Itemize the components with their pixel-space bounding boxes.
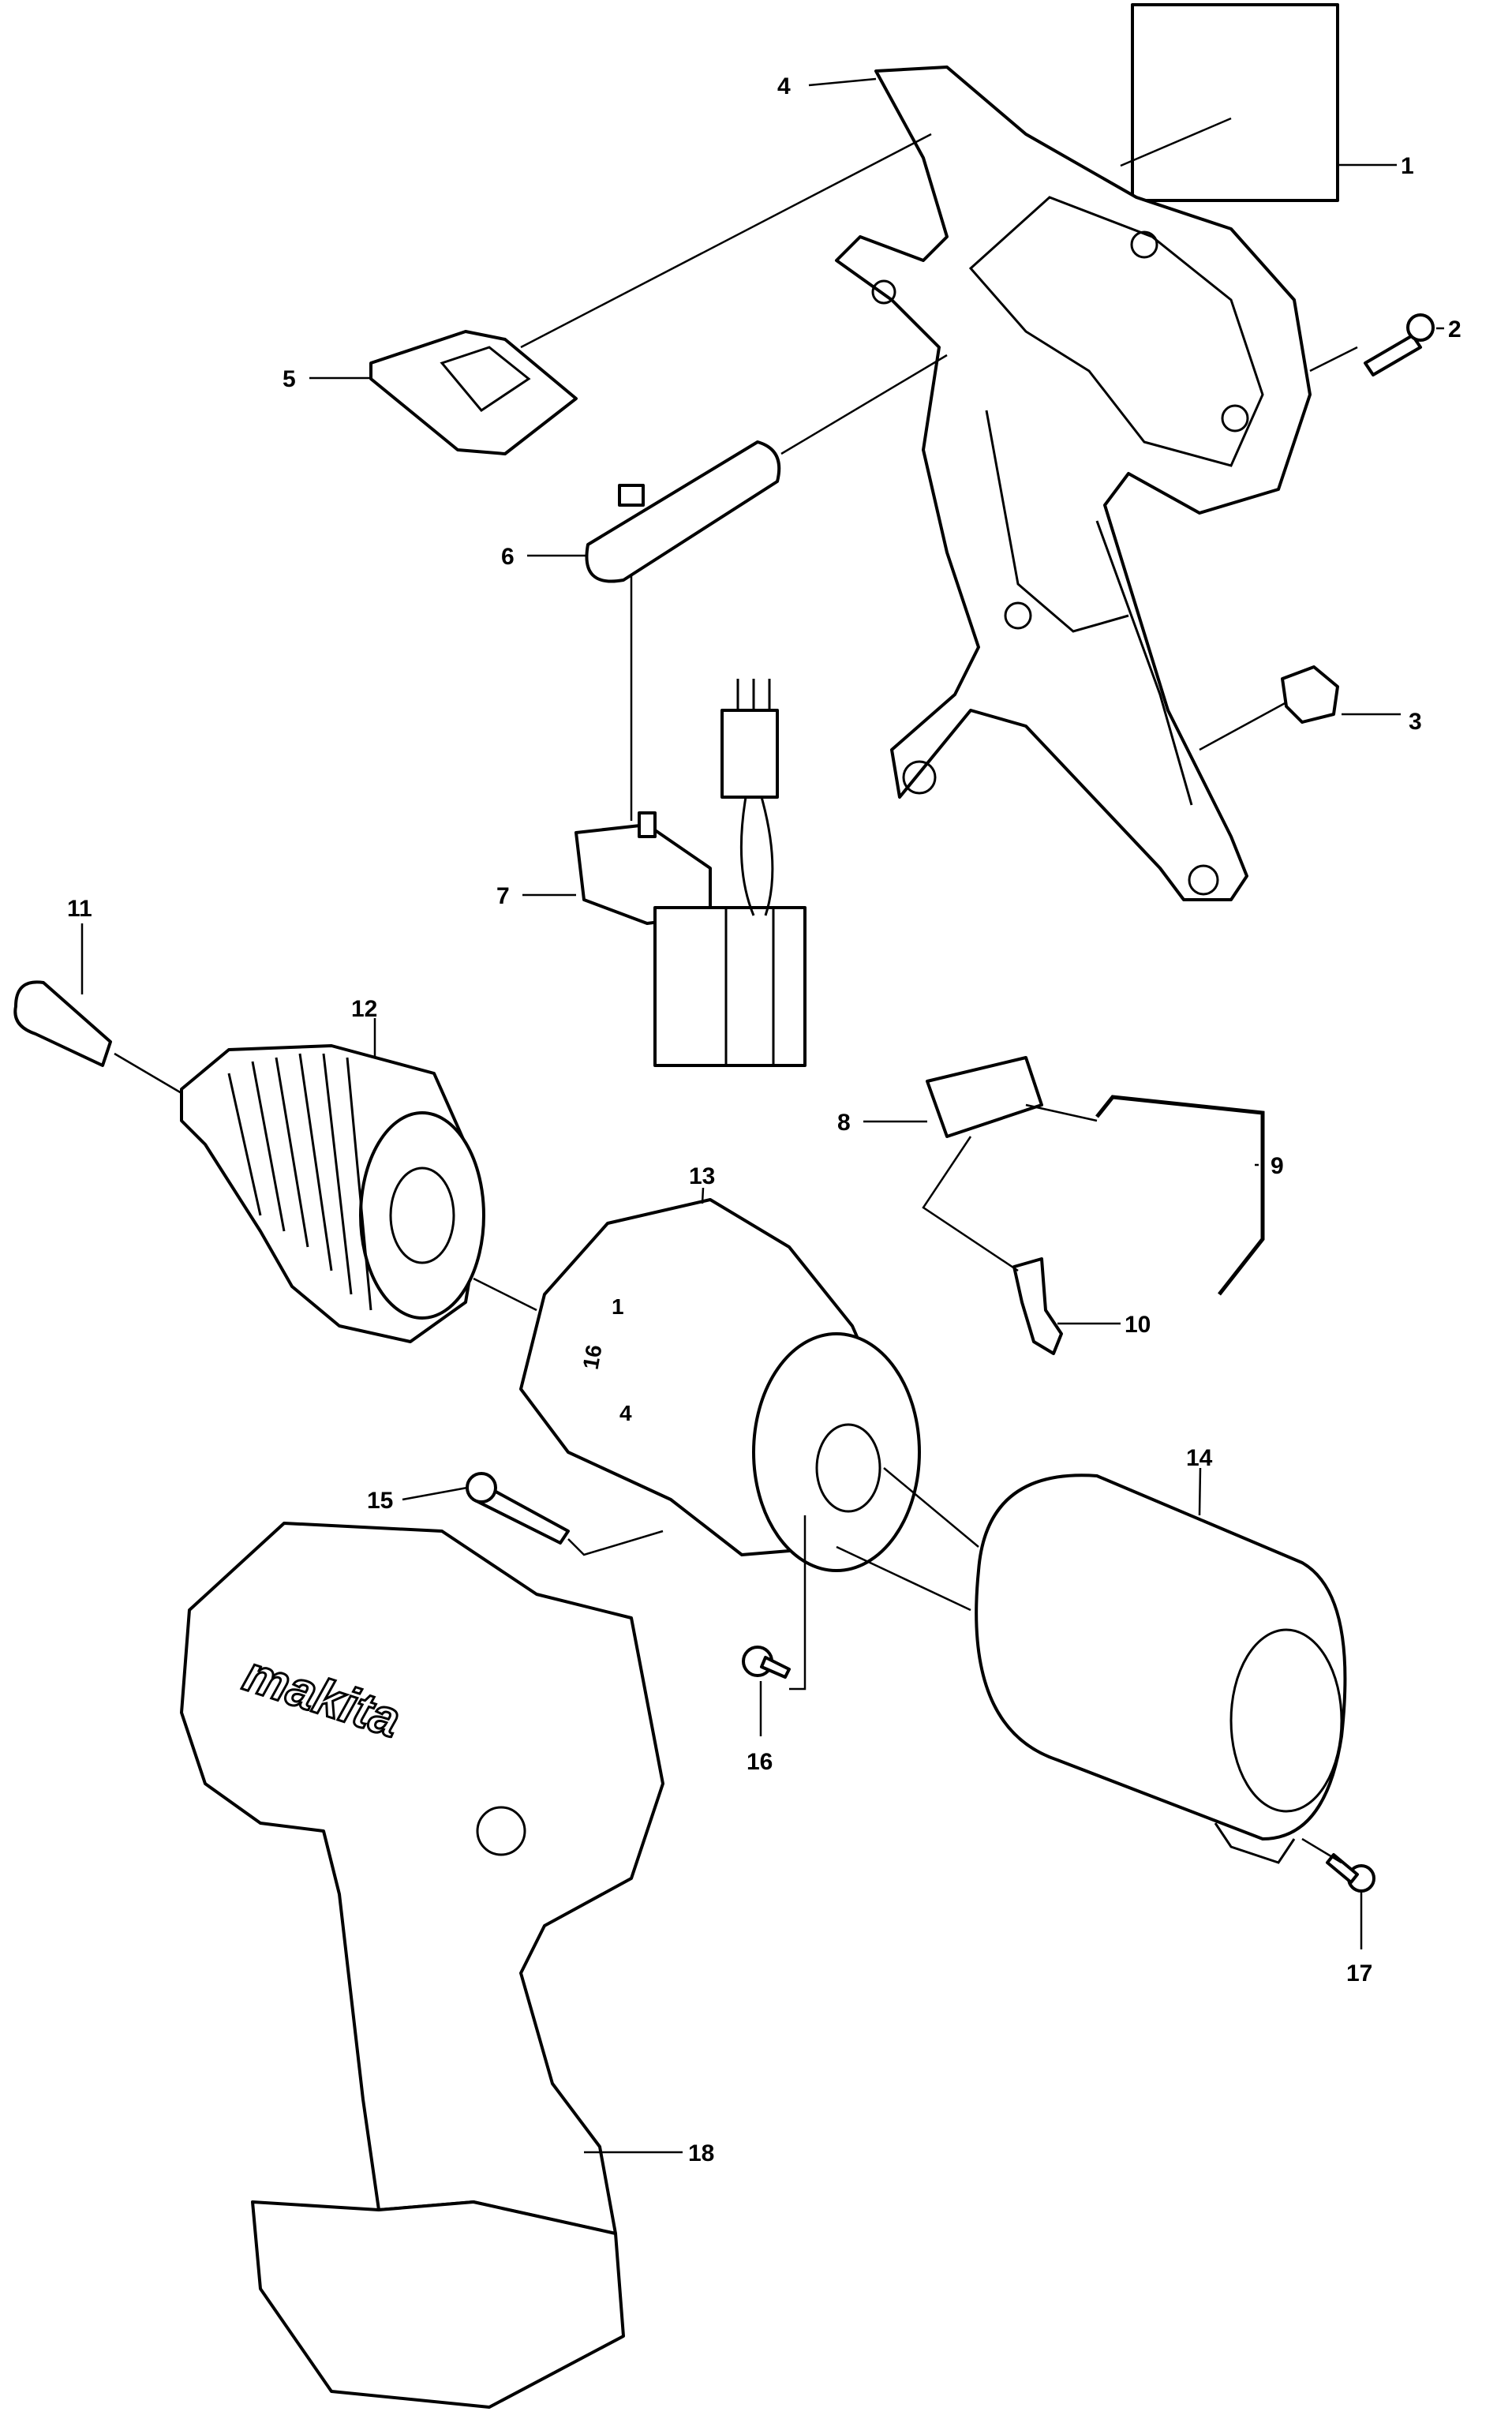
gearbox-mark-4: 4 — [619, 1401, 632, 1425]
part-1-label-plate[interactable] — [1131, 3, 1339, 202]
part-14-motor[interactable] — [975, 1473, 1347, 1864]
callout-5: 5 — [283, 366, 296, 392]
part-3-clip[interactable] — [1281, 665, 1339, 724]
part-17-screw[interactable] — [1326, 1853, 1375, 1893]
callout-16: 16 — [747, 1749, 773, 1775]
part-6-switch-lever[interactable] — [585, 440, 781, 583]
part-15-screw[interactable] — [466, 1472, 570, 1545]
callout-1: 1 — [1401, 153, 1414, 179]
callout-8: 8 — [837, 1110, 851, 1136]
callout-15: 15 — [367, 1488, 393, 1514]
part-4-housing-half[interactable] — [835, 66, 1312, 901]
callout-11: 11 — [67, 896, 92, 922]
part-16-screw[interactable] — [742, 1646, 791, 1679]
callout-3: 3 — [1409, 709, 1422, 735]
callout-4: 4 — [777, 73, 791, 99]
gearbox-mark-1: 1 — [612, 1294, 624, 1319]
gearbox-mark-16: 16 — [578, 1342, 607, 1371]
part-7-switch[interactable] — [574, 679, 807, 1067]
callout-12: 12 — [351, 996, 377, 1022]
part-5-slide-cover[interactable] — [369, 330, 578, 455]
part-11-chuck-screw[interactable] — [13, 980, 112, 1067]
part-9-terminal-bracket[interactable] — [1095, 1095, 1265, 1296]
callout-17: 17 — [1346, 1960, 1372, 1987]
callout-6: 6 — [501, 544, 515, 570]
part-18-housing-set[interactable]: makita — [180, 1522, 664, 2409]
part-8-brush-holder[interactable] — [926, 1056, 1043, 1138]
callout-labels: 1 2 3 4 5 6 7 8 9 10 11 12 13 14 15 16 1… — [67, 73, 1461, 2166]
part-10-terminal[interactable] — [1012, 1257, 1063, 1355]
callout-14: 14 — [1186, 1445, 1213, 1471]
callout-2: 2 — [1448, 316, 1461, 343]
part-13-gear-assembly[interactable]: 1 16 4 — [519, 1198, 921, 1572]
part-2-screw[interactable] — [1364, 313, 1435, 376]
callout-10: 10 — [1125, 1312, 1151, 1338]
leader-lines — [80, 77, 1444, 2154]
callout-13: 13 — [689, 1163, 715, 1189]
callout-7: 7 — [496, 883, 510, 909]
callout-9: 9 — [1271, 1153, 1284, 1179]
callout-18: 18 — [688, 2140, 714, 2166]
part-12-keyless-chuck[interactable] — [180, 1044, 485, 1343]
